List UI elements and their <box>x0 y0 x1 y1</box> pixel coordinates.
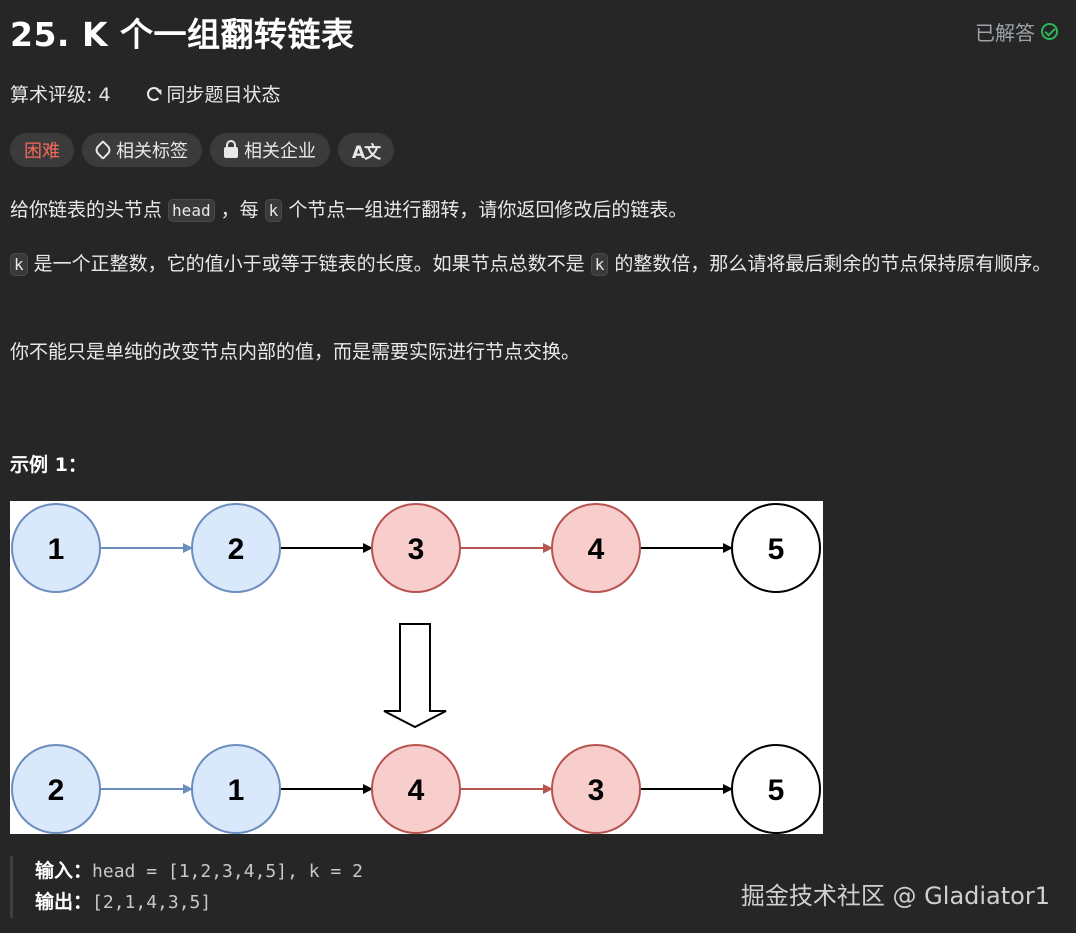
bottom-row-node <box>11 744 101 834</box>
top-row-node-label: 5 <box>768 533 785 566</box>
text-span: 是一个正整数，它的值小于或等于链表的长度。如果节点总数不是 <box>27 253 591 275</box>
related-tags-label: 相关标签 <box>116 141 188 162</box>
translate-icon: A文 <box>352 142 381 163</box>
bottom-row-node-label: 2 <box>48 774 65 807</box>
inline-code: k <box>590 253 609 276</box>
watermark: 掘金技术社区 @ Gladiator1 <box>740 882 1050 910</box>
top-row-node-label: 4 <box>588 533 605 566</box>
text-span: 个节点一组进行翻转，请你返回修改后的链表。 <box>282 199 688 221</box>
related-tags-button[interactable]: 相关标签 <box>82 133 202 167</box>
input-line: 输入：head = [1,2,3,4,5], k = 2 <box>35 856 363 887</box>
bottom-row-node <box>191 744 281 834</box>
problem-meta: 算术评级: 4 同步题目状态 <box>10 80 281 107</box>
example-io: 输入：head = [1,2,3,4,5], k = 2 输出：[2,1,4,3… <box>10 856 363 918</box>
refresh-icon <box>146 86 161 101</box>
description-paragraph-1: 给你链表的头节点 head ，每 k 个节点一组进行翻转，请你返回修改后的链表。 <box>10 193 1060 228</box>
solved-status: 已解答 <box>975 17 1058 46</box>
check-circle-icon <box>1041 23 1058 40</box>
output-value: [2,1,4,3,5] <box>92 892 212 913</box>
bottom-row-node <box>551 744 641 834</box>
top-row-node <box>551 503 641 593</box>
lock-icon <box>224 140 238 158</box>
output-label: 输出： <box>35 891 93 913</box>
rating-label: 算术评级: 4 <box>10 84 111 106</box>
bottom-row-node <box>371 744 461 834</box>
bottom-row-node <box>731 744 821 834</box>
inline-code: k <box>264 199 283 222</box>
translate-button[interactable]: A文 <box>338 133 395 167</box>
inline-code: head <box>168 199 215 222</box>
linked-list-diagram: 1 2 3 4 5 2 1 4 3 5 <box>11 503 821 834</box>
input-label: 输入： <box>35 860 93 882</box>
problem-title: 25. K 个一组翻转链表 <box>10 15 355 54</box>
input-value: head = [1,2,3,4,5], k = 2 <box>92 861 363 882</box>
tag-icon <box>93 140 113 160</box>
tag-bar: 困难 相关标签 相关企业 A文 <box>10 133 395 167</box>
top-row-node <box>371 503 461 593</box>
text-span: 给你链表的头节点 <box>10 199 169 221</box>
text-span: 的整数倍，那么请将最后剩余的节点保持原有顺序。 <box>608 253 1052 275</box>
solved-label: 已解答 <box>975 21 1035 45</box>
bottom-row: 2 1 4 3 5 <box>11 744 821 834</box>
top-row-node <box>11 503 101 593</box>
bottom-row-node-label: 3 <box>588 774 605 807</box>
top-row-node <box>731 503 821 593</box>
bottom-row-node-label: 5 <box>768 774 785 807</box>
top-row-node-label: 1 <box>48 533 65 566</box>
sync-status-button[interactable]: 同步题目状态 <box>146 80 281 107</box>
difficulty-badge[interactable]: 困难 <box>10 133 74 167</box>
text-span: ，每 <box>214 199 265 221</box>
down-arrow-icon <box>383 623 447 729</box>
sync-label: 同步题目状态 <box>166 84 281 106</box>
description-paragraph-2: k 是一个正整数，它的值小于或等于链表的长度。如果节点总数不是 k 的整数倍，那… <box>10 247 1060 282</box>
example-title: 示例 1： <box>10 454 87 476</box>
top-row-node-label: 2 <box>228 533 245 566</box>
bottom-row-node-label: 4 <box>408 774 425 807</box>
top-row: 1 2 3 4 5 <box>11 503 821 593</box>
inline-code: k <box>10 253 28 276</box>
description-paragraph-3: 你不能只是单纯的改变节点内部的值，而是需要实际进行节点交换。 <box>10 341 581 363</box>
bottom-row-node-label: 1 <box>228 774 245 807</box>
top-row-node-label: 3 <box>408 533 425 566</box>
output-line: 输出：[2,1,4,3,5] <box>35 887 363 918</box>
related-companies-button[interactable]: 相关企业 <box>210 133 330 167</box>
related-companies-label: 相关企业 <box>244 141 316 162</box>
top-row-node <box>191 503 281 593</box>
example-figure: 1 2 3 4 5 2 1 4 3 5 <box>10 501 823 834</box>
